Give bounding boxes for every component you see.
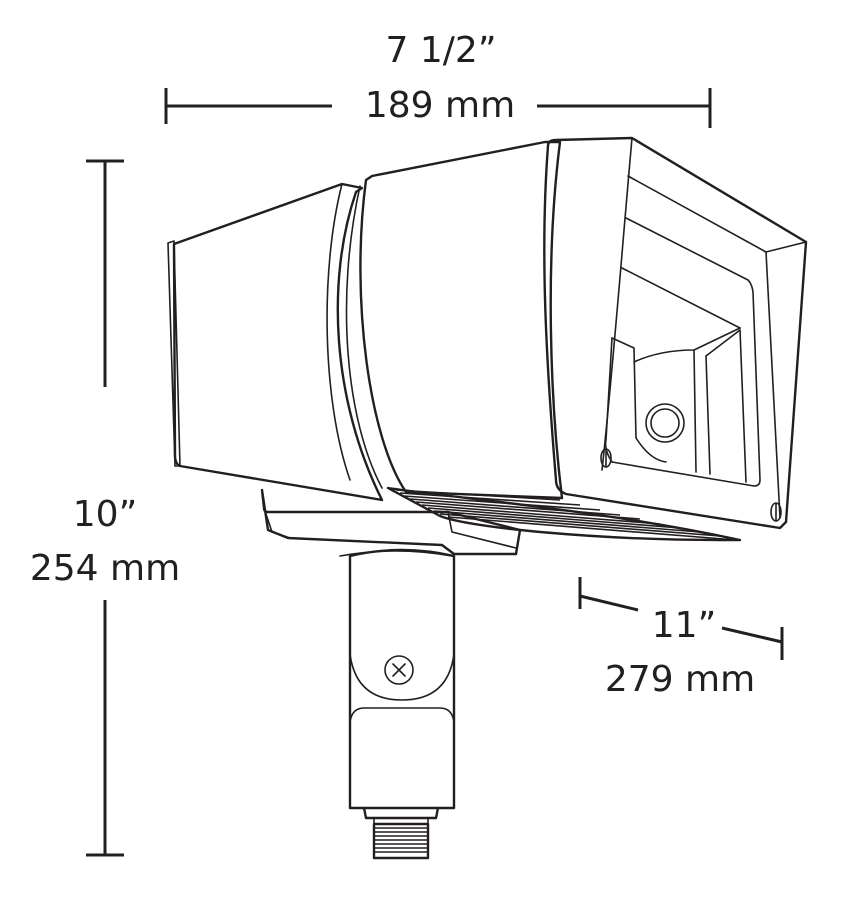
rear-housing — [167, 182, 384, 502]
width-metric-label: 189 mm — [365, 85, 515, 126]
led-lens-inner — [650, 408, 680, 438]
depth-dimension: 11” 279 mm — [578, 577, 784, 700]
bezel-screws — [600, 448, 782, 522]
knuckle-mount — [348, 548, 456, 810]
depth-metric-label: 279 mm — [605, 659, 755, 700]
depth-line-left — [579, 594, 639, 612]
height-metric-label: 254 mm — [30, 548, 180, 589]
screw-icon — [770, 502, 782, 522]
led-module — [611, 327, 747, 483]
screw-icon — [600, 448, 612, 468]
threaded-nipple — [362, 806, 440, 860]
width-imperial-label: 7 1/2” — [386, 30, 497, 71]
height-imperial-label: 10” — [73, 494, 137, 535]
depth-line-right — [721, 626, 783, 644]
main-housing — [345, 140, 564, 500]
width-dimension: 7 1/2” 189 mm — [164, 30, 712, 128]
front-bezel — [543, 136, 808, 530]
depth-imperial-label: 11” — [652, 605, 716, 646]
led-lens-outer — [645, 403, 685, 443]
set-screw-icon — [384, 655, 414, 685]
flood-light-fixture — [167, 136, 808, 860]
heat-sink-fins — [386, 486, 742, 542]
height-dimension: 10” 254 mm — [30, 159, 180, 857]
